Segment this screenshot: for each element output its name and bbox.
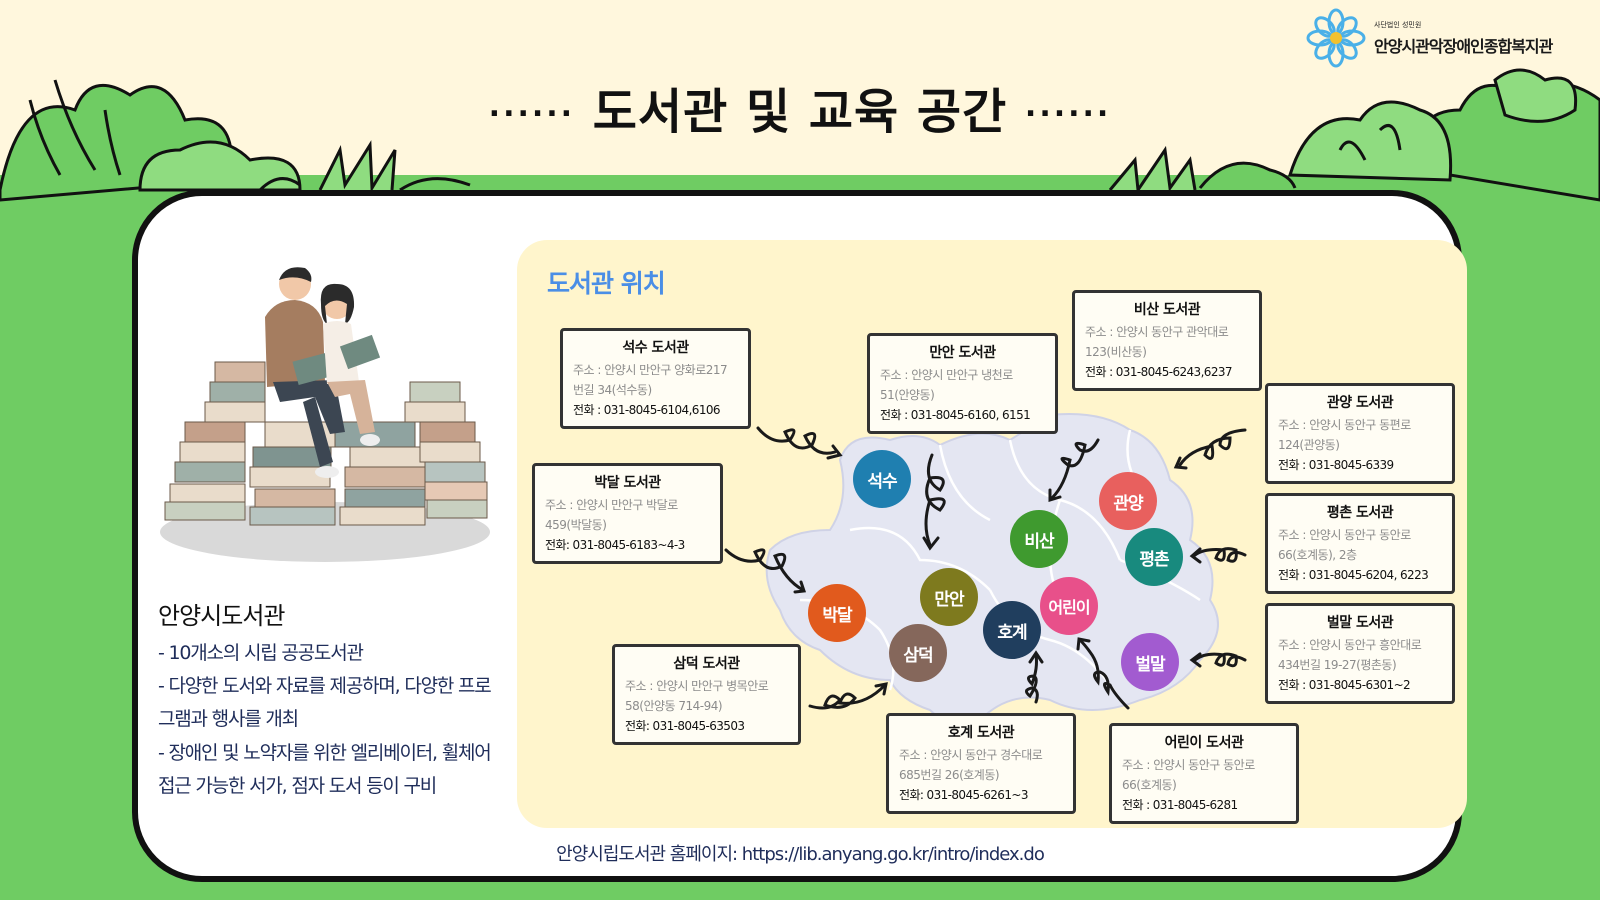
library-address: 66(호계동), 2층 xyxy=(1278,548,1357,562)
library-phone: 전화: 031-8045-63503 xyxy=(625,719,745,733)
library-card-gwanyang: 관양 도서관 주소 : 안양시 동안구 동편로 124(관양동) 전화 : 03… xyxy=(1265,383,1455,484)
library-address: 주소 : 안양시 동안구 동안로 xyxy=(1122,758,1255,772)
library-name: 박달 도서관 xyxy=(594,475,661,491)
library-card-bakdal: 박달 도서관 주소 : 안양시 만안구 박달로 459(박달동) 전화: 031… xyxy=(532,463,723,564)
library-address: 124(관양동) xyxy=(1278,438,1340,452)
library-address: 주소 : 안양시 만안구 병목안로 xyxy=(625,679,769,693)
library-address: 주소 : 안양시 동안구 동편로 xyxy=(1278,418,1411,432)
marker-hogye: 호계 xyxy=(983,601,1041,659)
library-address: 58(안양동 714-94) xyxy=(625,699,723,713)
marker-bakdal: 박달 xyxy=(808,584,866,642)
library-address: 685번길 26(호계동) xyxy=(899,768,1000,782)
library-phone: 전화: 031-8045-6183~4-3 xyxy=(545,538,685,552)
library-address: 434번길 19-27(평촌동) xyxy=(1278,658,1397,672)
logo-name: 안양시관악장애인종합복지관 xyxy=(1374,37,1553,56)
organization-logo: 사단법인 성민원 안양시관악장애인종합복지관 xyxy=(1304,6,1594,70)
library-card-samdeok: 삼덕 도서관 주소 : 안양시 만안구 병목안로 58(안양동 714-94) … xyxy=(612,644,801,745)
side-line: 그램과 행사를 개최 xyxy=(158,708,299,730)
library-address: 주소 : 안양시 만안구 박달로 xyxy=(545,498,678,512)
library-phone: 전화 : 031-8045-6281 xyxy=(1122,798,1238,812)
side-line: - 다양한 도서와 자료를 제공하며, 다양한 프로 xyxy=(158,675,492,697)
library-address: 66(호계동) xyxy=(1122,778,1177,792)
title-dots-left: ...... xyxy=(488,89,576,124)
title-text: 도서관 및 교육 공간 xyxy=(592,84,1008,140)
library-address: 주소 : 안양시 동안구 경수대로 xyxy=(899,748,1043,762)
library-phone: 전화 : 031-8045-6104,6106 xyxy=(573,403,721,417)
marker-children: 어린이 xyxy=(1040,577,1098,635)
side-title: 안양시도서관 xyxy=(158,602,285,630)
library-phone: 전화 : 031-8045-6160, 6151 xyxy=(880,408,1031,422)
page-title: ...... 도서관 및 교육 공간 ...... xyxy=(0,72,1600,142)
library-card-seoksu: 석수 도서관 주소 : 안양시 만안구 양화로217 번길 34(석수동) 전화… xyxy=(560,328,751,429)
library-card-pyeongchon: 평촌 도서관 주소 : 안양시 동안구 동안로 66(호계동), 2층 전화 :… xyxy=(1265,493,1455,594)
reading-couple-illustration xyxy=(160,267,490,562)
library-phone: 전화 : 031-8045-6301~2 xyxy=(1278,678,1411,692)
library-card-manan: 만안 도서관 주소 : 안양시 만안구 냉천로 51(안양동) 전화 : 031… xyxy=(867,333,1058,434)
library-phone: 전화: 031-8045-6261~3 xyxy=(899,788,1028,802)
flower-logo-icon xyxy=(1306,8,1366,68)
library-name: 벌말 도서관 xyxy=(1326,615,1394,631)
library-card-children: 어린이 도서관 주소 : 안양시 동안구 동안로 66(호계동) 전화 : 03… xyxy=(1109,723,1299,824)
marker-seoksu: 석수 xyxy=(853,450,911,508)
library-name: 평촌 도서관 xyxy=(1326,505,1394,521)
library-card-bisan: 비산 도서관 주소 : 안양시 동안구 관악대로 123(비산동) 전화 : 0… xyxy=(1072,290,1262,391)
marker-samdeok: 삼덕 xyxy=(889,624,947,682)
library-name: 석수 도서관 xyxy=(622,340,689,356)
marker-bisan: 비산 xyxy=(1010,510,1068,568)
library-phone: 전화 : 031-8045-6339 xyxy=(1278,458,1394,472)
library-address: 123(비산동) xyxy=(1085,345,1147,359)
library-address: 주소 : 안양시 만안구 양화로217 xyxy=(573,363,728,377)
library-name: 만안 도서관 xyxy=(929,345,996,361)
library-phone: 전화 : 031-8045-6204, 6223 xyxy=(1278,568,1429,582)
library-name: 관양 도서관 xyxy=(1326,395,1394,411)
library-card-hogye: 호계 도서관 주소 : 안양시 동안구 경수대로 685번길 26(호계동) 전… xyxy=(886,713,1076,814)
logo-subtitle: 사단법인 성민원 xyxy=(1374,21,1422,29)
library-name: 호계 도서관 xyxy=(947,725,1015,741)
library-name: 비산 도서관 xyxy=(1133,302,1201,318)
title-dots-right: ...... xyxy=(1024,89,1112,124)
marker-beolmal: 벌말 xyxy=(1121,633,1179,691)
library-address: 459(박달동) xyxy=(545,518,607,532)
library-address: 번길 34(석수동) xyxy=(573,383,652,397)
side-line: - 10개소의 시립 공공도서관 xyxy=(158,642,364,664)
library-address: 주소 : 안양시 동안구 관악대로 xyxy=(1085,325,1229,339)
panel-title: 도서관 위치 xyxy=(547,269,666,298)
marker-manan: 만안 xyxy=(920,568,978,626)
library-name: 어린이 도서관 xyxy=(1164,735,1244,751)
library-address: 주소 : 안양시 만안구 냉천로 xyxy=(880,368,1013,382)
marker-pyeongchon: 평촌 xyxy=(1125,528,1183,586)
side-line: - 장애인 및 노약자를 위한 엘리베이터, 휠체어 xyxy=(158,742,492,764)
side-line: 접근 가능한 서가, 점자 도서 등이 구비 xyxy=(158,775,437,797)
library-address: 주소 : 안양시 동안구 동안로 xyxy=(1278,528,1411,542)
homepage-link[interactable]: 안양시립도서관 홈페이지: https://lib.anyang.go.kr/i… xyxy=(556,844,1045,865)
library-address: 주소 : 안양시 동안구 흥안대로 xyxy=(1278,638,1422,652)
marker-gwanyang: 관양 xyxy=(1099,472,1157,530)
library-phone: 전화 : 031-8045-6243,6237 xyxy=(1085,365,1233,379)
library-card-beolmal: 벌말 도서관 주소 : 안양시 동안구 흥안대로 434번길 19-27(평촌동… xyxy=(1265,603,1455,704)
library-address: 51(안양동) xyxy=(880,388,935,402)
library-name: 삼덕 도서관 xyxy=(673,656,740,672)
